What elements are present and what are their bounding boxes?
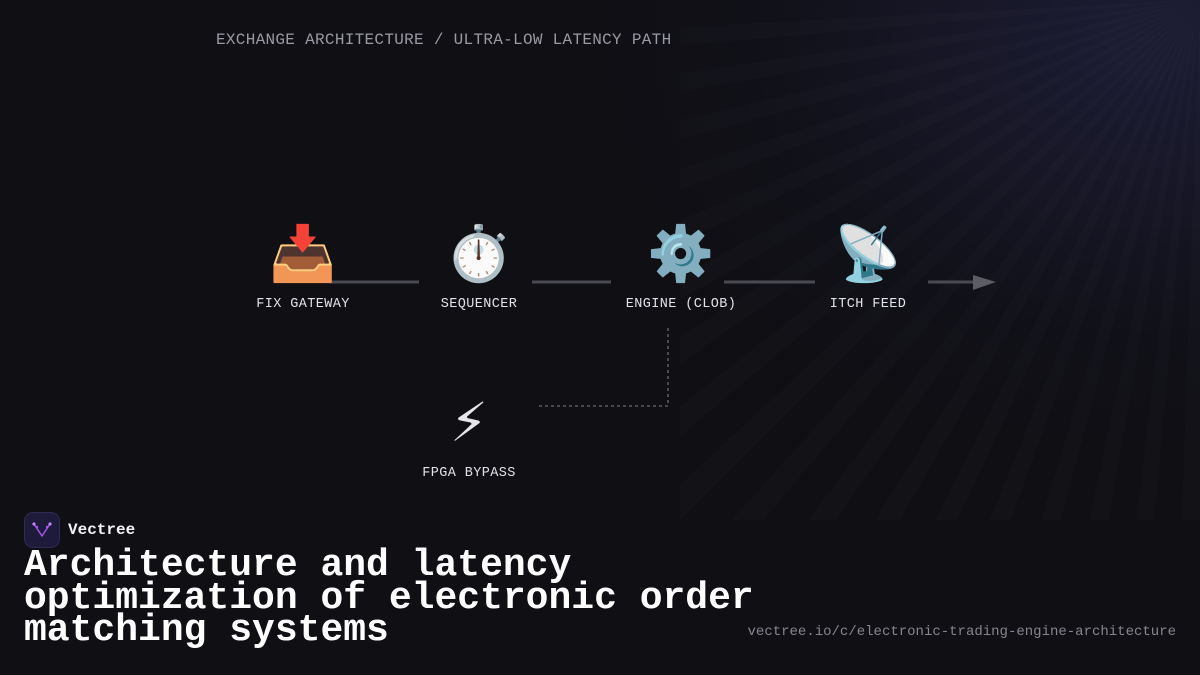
arrowhead-icon xyxy=(973,275,996,290)
edge-engine-to-fpga xyxy=(537,328,669,407)
stopwatch-icon: ⏱️ xyxy=(445,222,513,285)
node-fix-gateway: 📥 FIX GATEWAY xyxy=(223,222,383,312)
brand-name: Vectree xyxy=(68,521,136,539)
node-label: ENGINE (CLOB) xyxy=(625,297,737,312)
node-sequencer: ⏱️ SEQUENCER xyxy=(399,222,559,312)
source-url: vectree.io/c/electronic-trading-engine-a… xyxy=(747,624,1176,640)
brand: Vectree xyxy=(24,512,135,548)
lightning-icon: ⚡ xyxy=(450,391,488,454)
vectree-logo-icon xyxy=(24,512,60,548)
satellite-antenna-icon: 📡 xyxy=(834,222,902,285)
node-fpga-bypass: ⚡ FPGA BYPASS xyxy=(389,391,549,481)
node-label: ITCH FEED xyxy=(829,297,907,312)
node-engine: ⚙️ ENGINE (CLOB) xyxy=(601,222,761,312)
node-label: SEQUENCER xyxy=(440,297,518,312)
diagram-subtitle: EXCHANGE ARCHITECTURE / ULTRA-LOW LATENC… xyxy=(216,31,672,49)
page-title: Architecture and latency optimization of… xyxy=(24,544,754,652)
gear-icon: ⚙️ xyxy=(647,222,715,285)
vectree-mark xyxy=(32,522,52,538)
node-label: FIX GATEWAY xyxy=(256,297,350,312)
inbox-tray-icon: 📥 xyxy=(269,222,337,285)
node-label: FPGA BYPASS xyxy=(422,466,516,481)
node-itch-feed: 📡 ITCH FEED xyxy=(788,222,948,312)
